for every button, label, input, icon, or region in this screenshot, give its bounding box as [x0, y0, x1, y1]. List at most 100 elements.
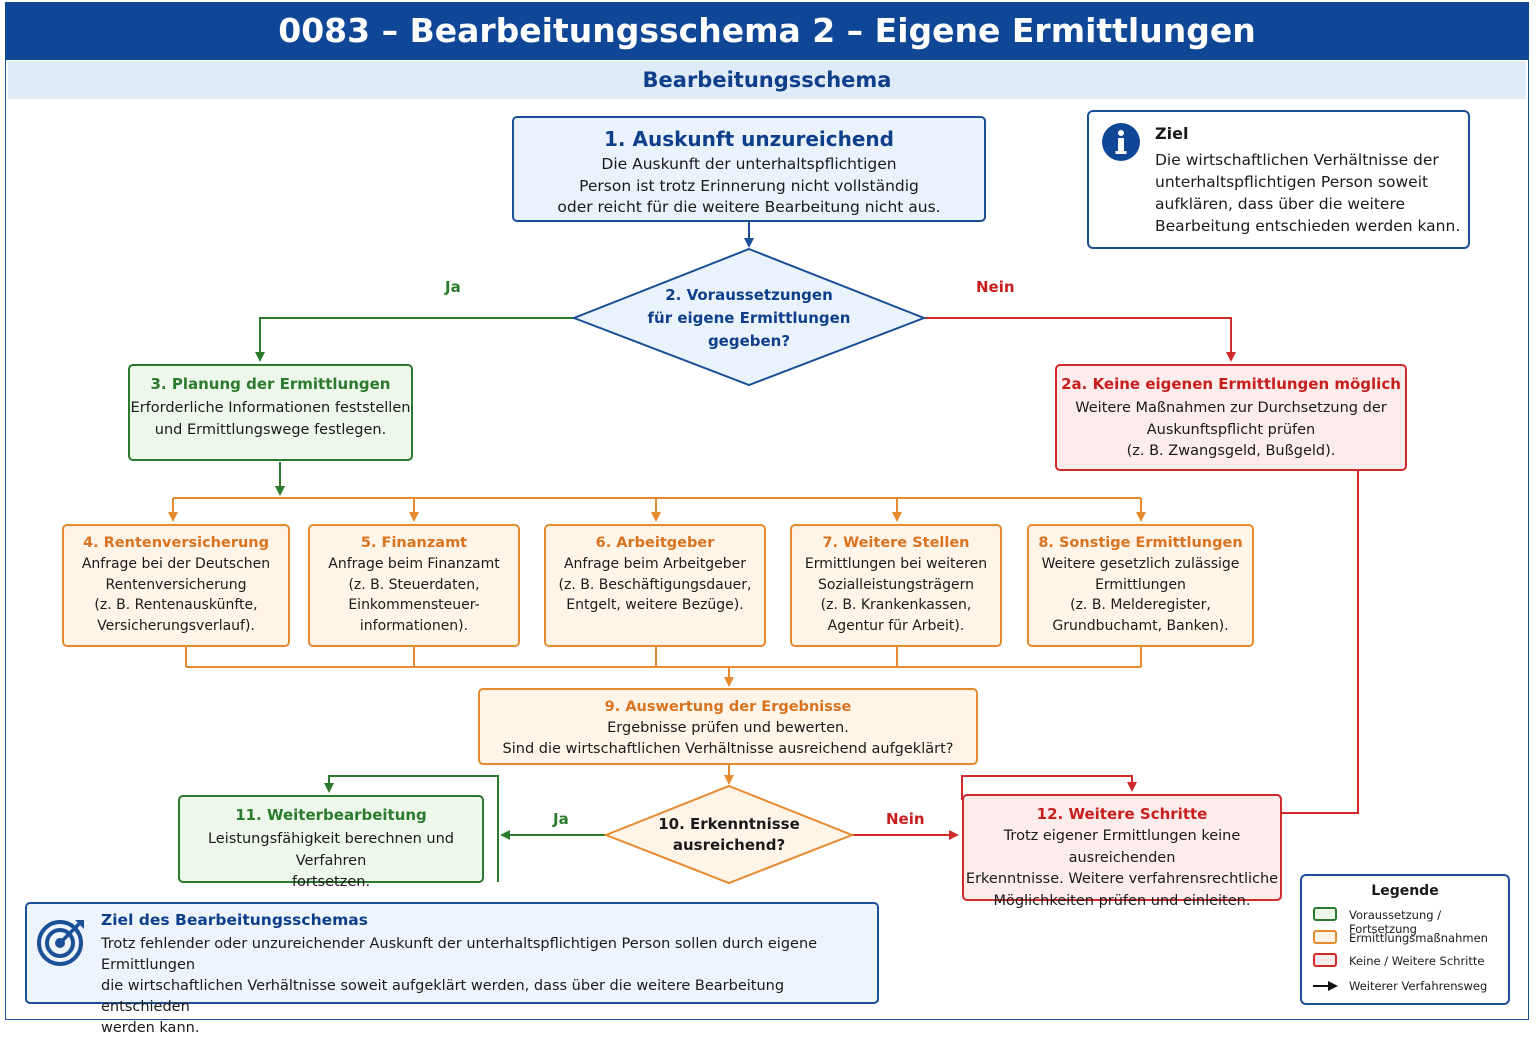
step-3-text: Erforderliche Informationen feststellen …	[130, 398, 411, 441]
step-12-line: Trotz eigener Ermittlungen keine ausreic…	[1003, 828, 1241, 866]
legend-title: Legende	[1371, 883, 1439, 899]
info-line: aufklären, dass über die weitere	[1155, 195, 1406, 213]
decision-2-line: für eigene Ermittlungen	[647, 309, 851, 327]
step-6-line: Anfrage beim Arbeitgeber	[563, 556, 747, 572]
info-line: Bearbeitung entschieden werden kann.	[1155, 217, 1461, 235]
info-line: unterhaltspflichtigen Person soweit	[1155, 173, 1429, 191]
decision-diamond-2	[571, 247, 927, 387]
step-4-box: 4. Rentenversicherung Anfrage bei der De…	[62, 524, 290, 647]
legend-swatch-red	[1313, 953, 1337, 967]
step-1-line: oder reicht für die weitere Bearbeitung …	[557, 198, 941, 216]
decision-2-text: 2. Voraussetzungen für eigene Ermittlung…	[624, 284, 874, 353]
step-4-line: Versicherungsverlauf).	[97, 617, 255, 634]
goal-heading: Ziel des Bearbeitungsschemas	[101, 911, 368, 929]
decision-10-line: 10. Erkenntnisse	[658, 815, 800, 833]
step-7-text: Ermittlungen bei weiteren Sozialleistung…	[792, 554, 1000, 636]
decision-10-line: ausreichend?	[672, 836, 786, 854]
step-6-line: (z. B. Beschäftigungsdauer,	[558, 576, 752, 593]
step-4-line: (z. B. Rentenauskünfte,	[94, 597, 258, 613]
step-7-line: Ermittlungen bei weiteren	[804, 556, 988, 572]
step-3-title: 3. Planung der Ermittlungen	[150, 375, 391, 393]
step-1-text: Die Auskunft der unterhaltspflichtigen P…	[514, 154, 984, 219]
step-1-line: Person ist trotz Erinnerung nicht vollst…	[579, 176, 919, 195]
step-11-box: 11. Weiterbearbeitung Leistungsfähigkeit…	[178, 795, 484, 890]
step-4-title: 4. Rentenversicherung	[82, 535, 270, 551]
info-heading: Ziel	[1155, 124, 1189, 143]
goal-line: werden kann.	[101, 1020, 200, 1036]
step-3-line: und Ermittlungswege festlegen.	[154, 421, 387, 438]
step-7-line: Sozialleistungsträgern	[818, 576, 974, 593]
step-2a-box: 2a. Keine eigenen Ermittlungen möglich W…	[1055, 364, 1407, 471]
target-icon	[37, 920, 84, 966]
step-9-box: 9. Auswertung der Ergebnisse Ergebnisse …	[478, 688, 978, 765]
step-7-title: 7. Weitere Stellen	[822, 535, 970, 551]
info-text: Die wirtschaftlichen Verhältnisse der un…	[1155, 149, 1460, 237]
legend-arrow-icon	[1313, 981, 1338, 991]
step-1-box: 1. Auskunft unzureichend Die Auskunft de…	[512, 116, 986, 222]
step-4-line: Anfrage bei der Deutschen	[81, 556, 271, 572]
decision-diamond-10	[603, 784, 855, 885]
step-4-line: Rentenversicherung	[105, 576, 247, 593]
decision-10-yes-label: Ja	[553, 810, 569, 828]
step-3-box: 3. Planung der Ermittlungen Erforderlich…	[128, 364, 413, 461]
step-7-line: Agentur für Arbeit).	[827, 617, 965, 634]
step-5-line: (z. B. Steuerdaten,	[348, 576, 480, 593]
decision-10-no-label: Nein	[886, 810, 925, 828]
step-2a-line: (z. B. Zwangsgeld, Bußgeld).	[1126, 443, 1336, 459]
step-4-text: Anfrage bei der Deutschen Rentenversiche…	[64, 554, 288, 636]
step-12-title: 12. Weitere Schritte	[1036, 805, 1208, 823]
step-5-title: 5. Finanzamt	[360, 535, 468, 551]
step-3-line: Erforderliche Informationen feststellen	[130, 400, 411, 416]
step-6-title: 6. Arbeitgeber	[595, 535, 715, 551]
section-subtitle: Bearbeitungsschema	[8, 61, 1526, 99]
info-icon	[1102, 123, 1140, 161]
step-8-title: 8. Sonstige Ermittlungen	[1038, 535, 1243, 551]
decision-2-line: gegeben?	[707, 332, 791, 350]
step-8-line: Weitere gesetzlich zulässige	[1041, 556, 1240, 572]
step-6-box: 6. Arbeitgeber Anfrage beim Arbeitgeber …	[544, 524, 766, 647]
step-5-line: Einkommensteuer-	[348, 597, 480, 613]
step-9-text: Ergebnisse prüfen und bewerten. Sind die…	[480, 718, 976, 759]
step-9-title: 9. Auswertung der Ergebnisse	[604, 699, 852, 715]
step-8-text: Weitere gesetzlich zulässige Ermittlunge…	[1029, 554, 1252, 636]
step-9-line: Sind die wirtschaftlichen Verhältnisse a…	[502, 740, 954, 757]
step-1-title: 1. Auskunft unzureichend	[604, 127, 894, 151]
step-8-line: (z. B. Melderegister,	[1070, 597, 1211, 613]
step-8-box: 8. Sonstige Ermittlungen Weitere gesetzl…	[1027, 524, 1254, 647]
legend-item: Voraussetzung / Fortsetzung	[1349, 908, 1442, 936]
step-1-line: Die Auskunft der unterhaltspflichtigen	[601, 155, 897, 173]
step-6-line: Entgelt, weitere Bezüge).	[566, 597, 744, 613]
step-2a-line: Weitere Maßnahmen zur Durchsetzung der	[1075, 400, 1387, 416]
legend-item: Weiterer Verfahrensweg	[1349, 979, 1488, 993]
step-11-line: Leistungsfähigkeit berechnen und Verfahr…	[207, 831, 455, 869]
step-7-line: (z. B. Krankenkassen,	[820, 597, 972, 613]
step-8-line: Ermittlungen	[1095, 576, 1186, 593]
legend: Legende Voraussetzung / Fortsetzung Ermi…	[1300, 874, 1510, 1005]
step-5-text: Anfrage beim Finanzamt (z. B. Steuerdate…	[310, 554, 518, 636]
decision-2-no-label: Nein	[976, 278, 1015, 296]
decision-2-yes-label: Ja	[445, 278, 461, 296]
step-12-line: Möglichkeiten prüfen und einleiten.	[993, 892, 1251, 909]
step-12-line: Erkenntnisse. Weitere verfahrensrechtlic…	[965, 871, 1279, 887]
schema-goal-box: Ziel des Bearbeitungsschemas Trotz fehle…	[25, 902, 879, 1036]
legend-item: Keine / Weitere Schritte	[1349, 954, 1485, 968]
step-5-line: Anfrage beim Finanzamt	[328, 556, 500, 572]
decision-2-line: 2. Voraussetzungen	[665, 286, 833, 304]
step-11-line: fortsetzen.	[291, 874, 371, 890]
decision-10-text: 10. Erkenntnisse ausreichend?	[639, 814, 819, 856]
page-title: 0083 – Bearbeitungsschema 2 – Eigene Erm…	[5, 2, 1529, 60]
goal-line: Trotz fehlender oder unzureichender Ausk…	[101, 936, 818, 973]
step-7-box: 7. Weitere Stellen Ermittlungen bei weit…	[790, 524, 1002, 647]
step-8-line: Grundbuchamt, Banken).	[1052, 617, 1229, 634]
legend-item: Ermittlungsmaßnahmen	[1349, 931, 1488, 945]
legend-swatch-orange	[1313, 930, 1337, 944]
goal-text: Trotz fehlender oder unzureichender Ausk…	[101, 934, 877, 1039]
step-11-title: 11. Weiterbearbeitung	[235, 806, 427, 824]
step-2a-text: Weitere Maßnahmen zur Durchsetzung der A…	[1057, 398, 1405, 463]
info-line: Die wirtschaftlichen Verhältnisse der	[1155, 151, 1439, 169]
step-5-box: 5. Finanzamt Anfrage beim Finanzamt (z. …	[308, 524, 520, 647]
goal-info-box: Ziel Die wirtschaftlichen Verhältnisse d…	[1087, 110, 1470, 249]
step-9-line: Ergebnisse prüfen und bewerten.	[607, 720, 849, 736]
step-2a-title: 2a. Keine eigenen Ermittlungen möglich	[1061, 375, 1401, 393]
